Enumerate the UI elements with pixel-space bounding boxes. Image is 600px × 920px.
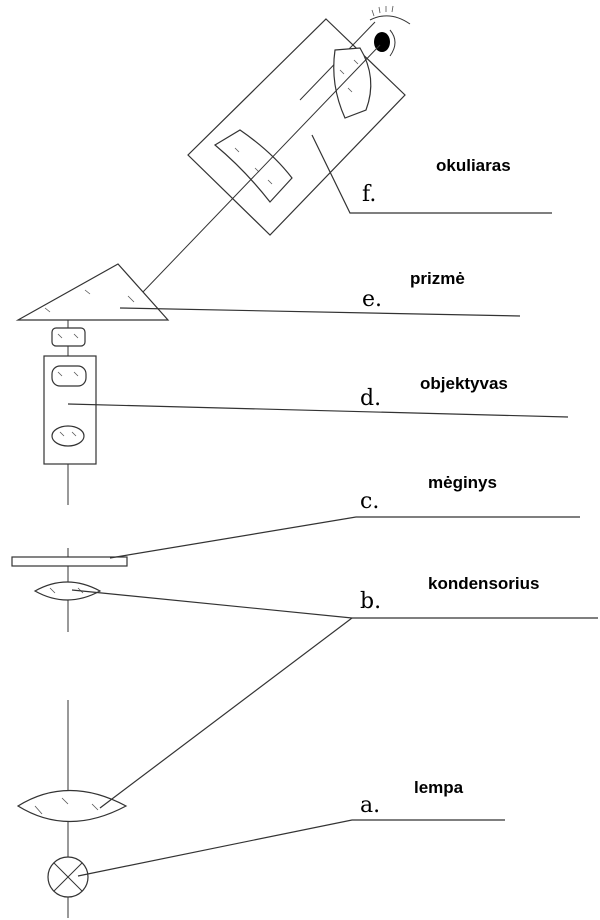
condenser-lens bbox=[33, 581, 102, 601]
light-path-diagonal bbox=[117, 44, 381, 319]
prism bbox=[15, 263, 170, 321]
label-c-letter: c. bbox=[360, 489, 379, 514]
specimen-slide bbox=[11, 556, 128, 567]
intermediate-lens bbox=[51, 327, 86, 347]
label-a-letter: a. bbox=[360, 793, 380, 818]
eyepiece-lens-lower bbox=[213, 129, 293, 203]
collector-lens bbox=[16, 790, 128, 822]
label-objektyvas: objektyvas bbox=[420, 374, 508, 393]
label-lempa: lempa bbox=[414, 778, 464, 797]
objective-housing bbox=[43, 355, 97, 465]
label-d-letter: d. bbox=[360, 386, 381, 411]
lamp-icon bbox=[47, 856, 89, 898]
label-e-letter: e. bbox=[362, 287, 382, 312]
eyepiece-lens-upper bbox=[333, 47, 372, 119]
label-kondensorius: kondensorius bbox=[428, 574, 539, 593]
label-prizme: prizmė bbox=[410, 269, 465, 288]
label-okuliaras: okuliaras bbox=[436, 156, 511, 175]
label-meginys: mėginys bbox=[428, 473, 497, 492]
label-b-letter: b. bbox=[360, 589, 381, 614]
label-f-letter: f. bbox=[362, 182, 376, 207]
leader-lines bbox=[67, 134, 598, 877]
